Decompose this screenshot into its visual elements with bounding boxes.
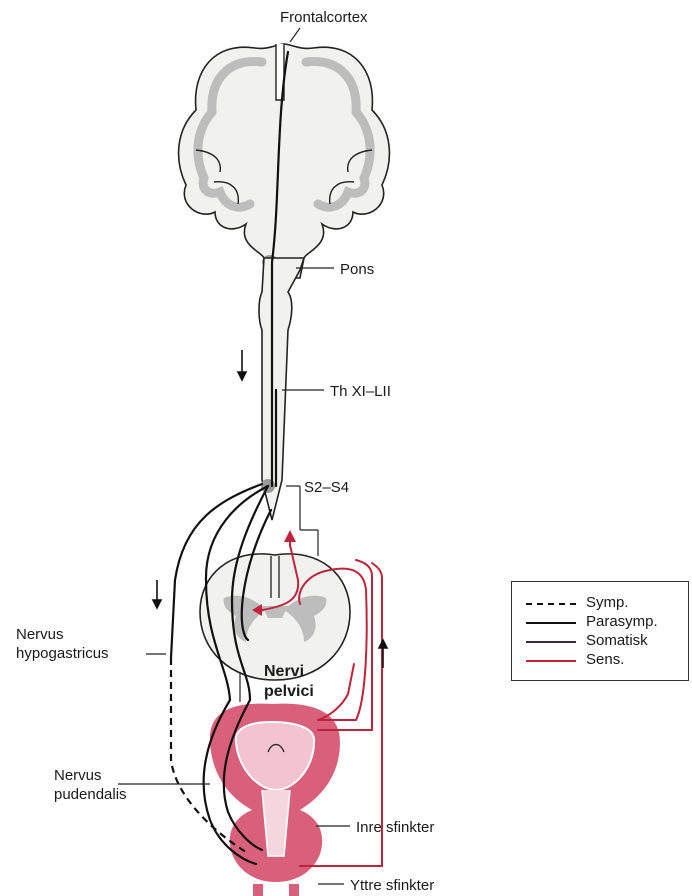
label-pons: Pons xyxy=(340,261,374,278)
legend-label: Sens. xyxy=(586,651,624,669)
legend-swatch-somatic xyxy=(526,641,576,643)
label-pudendalis-2: pudendalis xyxy=(54,786,127,803)
legend-item-somatisk: Somatisk xyxy=(512,632,690,650)
label-hypogastricus-1: Nervus xyxy=(16,626,64,643)
spinal-cord xyxy=(259,258,304,520)
spinal-cross-section xyxy=(200,554,350,680)
label-frontalcortex: Frontalcortex xyxy=(280,9,368,26)
sensory-arrow-head xyxy=(284,530,296,542)
label-pelvici-2: pelvici xyxy=(264,683,314,700)
label-th: Th XI–LII xyxy=(330,383,391,400)
legend-label: Parasymp. xyxy=(586,613,658,631)
legend-swatch-sensory xyxy=(526,660,576,662)
label-inre-sfinkter: Inre sfinkter xyxy=(356,819,434,836)
legend-swatch-dashed xyxy=(526,603,576,605)
bladder xyxy=(210,704,340,896)
label-yttre-sfinkter: Yttre sfinkter xyxy=(350,877,434,894)
legend-item-sens: Sens. xyxy=(512,651,690,669)
label-pelvici-1: Nervi xyxy=(264,663,304,680)
legend-label: Symp. xyxy=(586,594,629,612)
label-pudendalis-1: Nervus xyxy=(54,767,102,784)
legend-label: Somatisk xyxy=(586,632,648,650)
label-hypogastricus-2: hypogastricus xyxy=(16,645,109,662)
legend-item-symp: Symp. xyxy=(512,594,690,612)
legend-item-parasymp: Parasymp. xyxy=(512,613,690,631)
legend-swatch-solid xyxy=(526,622,576,624)
label-s2s4: S2–S4 xyxy=(304,479,349,496)
legend: Symp. Parasymp. Somatisk Sens. xyxy=(511,581,689,681)
